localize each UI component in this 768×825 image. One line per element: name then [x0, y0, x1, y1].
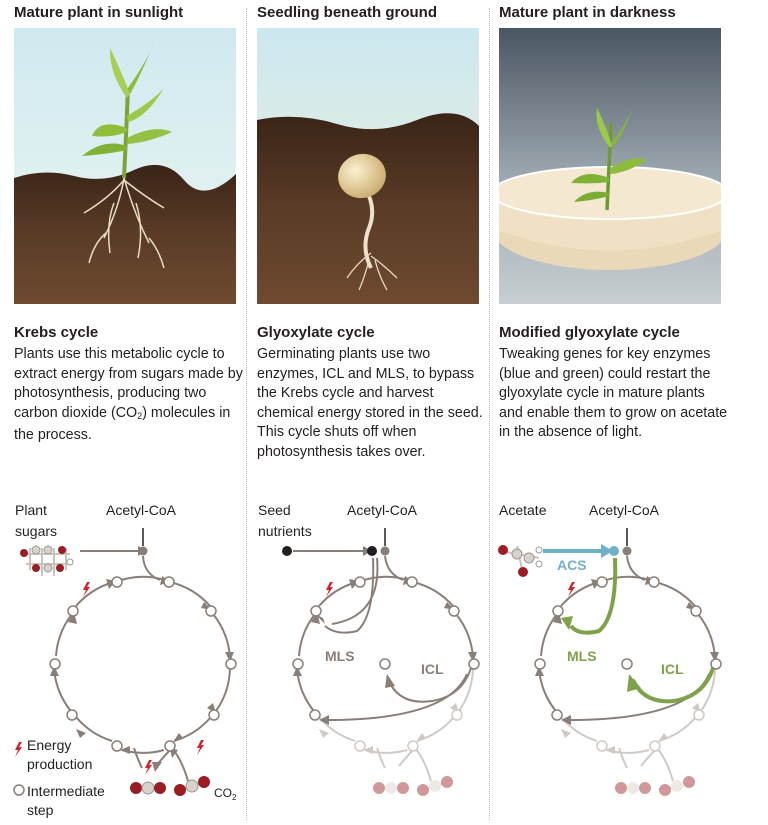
plant-icon	[82, 42, 172, 179]
co2-molecule-icon	[615, 782, 651, 794]
column-title: Mature plant in darkness	[499, 4, 676, 21]
acetyl-coa-label: Acetyl-CoA	[347, 502, 418, 518]
column-title: Mature plant in sunlight	[14, 4, 184, 21]
icl-label: ICL	[661, 661, 684, 677]
co2-molecule-icon	[130, 781, 166, 795]
roots-icon	[346, 252, 398, 291]
column-modified-glyoxylate: Mature plant in darkness Modified glyoxy…	[498, 0, 737, 825]
icl-label: ICL	[421, 661, 444, 677]
glyoxylate-cycle-diagram: Seed nutrients Acetyl-CoA	[258, 502, 480, 796]
intermediate-nodes	[534, 576, 722, 721]
input-label: sugars	[15, 523, 57, 539]
cycle-heading: Krebs cycle	[14, 324, 99, 341]
acetyl-coa-node	[609, 546, 619, 556]
cycle-description: Tweaking genes for key enzymes (blue and…	[499, 346, 728, 440]
mls-label: MLS	[325, 648, 355, 664]
krebs-cycle-diagram: Plant sugars Acetyl-CoA	[13, 502, 237, 802]
cycle-ring	[53, 555, 231, 754]
enzyme-paths	[569, 557, 715, 704]
petri-dish-icon	[499, 166, 721, 270]
column-title: Seedling beneath ground	[257, 4, 438, 21]
acs-label: ACS	[557, 557, 587, 573]
legend-energy-icon	[15, 742, 22, 757]
acetyl-coa-label: Acetyl-CoA	[106, 502, 177, 518]
acetate-molecule-icon	[498, 545, 543, 577]
energy-icon	[83, 582, 204, 775]
column-krebs: Mature plant in sunlight Krebs cycle Pla…	[13, 0, 252, 825]
acetyl-coa-node	[138, 546, 148, 556]
cycle-ring	[296, 555, 474, 722]
input-label: nutrients	[258, 523, 312, 539]
cycle-heading: Glyoxylate cycle	[257, 324, 375, 341]
input-label: Seed	[258, 502, 291, 518]
acetyl-coa-label: Acetyl-CoA	[589, 502, 660, 518]
modified-glyoxylate-cycle-diagram: Acetate Acetyl-CoA ACS	[498, 502, 722, 796]
intermediate-nodes	[292, 576, 480, 721]
co2-molecule-icon	[659, 776, 695, 796]
roots-icon	[83, 177, 165, 269]
cycle-ring-faded	[318, 667, 474, 782]
acetyl-coa-node	[622, 546, 632, 556]
cycle-description: Plants use this metabolic cycle to extra…	[14, 346, 243, 443]
energy-icon	[568, 582, 575, 597]
seed-nutrient-node	[282, 546, 292, 556]
scene-plant-darkness	[499, 28, 721, 304]
scene-plant-sunlight	[14, 28, 236, 304]
sugar-molecule-icon	[20, 545, 74, 576]
cycle-heading: Modified glyoxylate cycle	[499, 324, 680, 341]
legend-intermediate-icon	[13, 784, 25, 796]
input-label: Plant	[15, 502, 47, 518]
cycle-description: Germinating plants use two enzymes, ICL …	[257, 346, 483, 460]
acetyl-coa-node	[380, 546, 390, 556]
column-divider	[489, 8, 490, 820]
column-divider	[246, 8, 247, 820]
intermediate-nodes	[49, 576, 237, 752]
input-label: Acetate	[499, 502, 547, 518]
energy-icon	[326, 582, 333, 597]
co2-molecule-icon	[417, 776, 453, 796]
co2-molecule-icon	[174, 776, 210, 796]
scene-seedling	[257, 28, 479, 304]
co2-label: CO2	[214, 786, 237, 802]
plant-icon	[571, 104, 647, 211]
seed-nutrient-node	[367, 546, 377, 556]
mls-label: MLS	[567, 648, 597, 664]
co2-molecule-icon	[373, 782, 409, 794]
column-glyoxylate: Seedling beneath ground Glyoxylate cycle…	[257, 0, 495, 825]
